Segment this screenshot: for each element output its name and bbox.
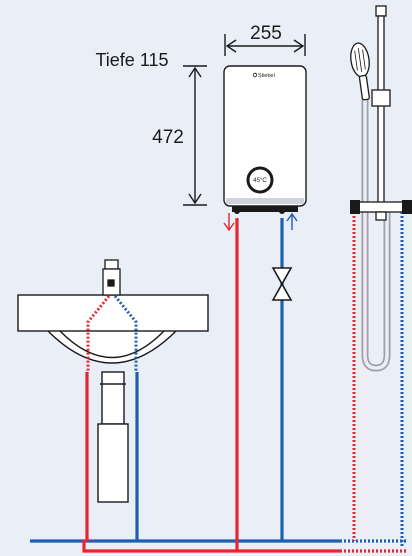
depth-label: Tiefe 115 xyxy=(95,50,168,70)
width-label: 255 xyxy=(250,23,282,44)
hot-outlet-arrow-icon xyxy=(223,213,235,232)
heater-display-dial xyxy=(246,166,274,194)
brand-logo-icon xyxy=(252,72,258,78)
shower xyxy=(350,5,412,372)
sink xyxy=(17,294,209,503)
sink-hidden-pipes xyxy=(86,295,138,372)
shutoff-valve-icon xyxy=(271,267,293,301)
floor-pipes xyxy=(30,539,408,553)
heater-display-text: 45°C xyxy=(253,178,267,184)
height-label: 472 xyxy=(152,127,184,148)
heater-brand-label: Stiebel xyxy=(258,73,275,79)
shower-concealed-pipes xyxy=(352,208,404,548)
width-dimension xyxy=(224,34,306,56)
height-dimension xyxy=(183,65,207,206)
cold-inlet-arrow-icon xyxy=(286,212,298,230)
water-heater xyxy=(223,65,307,214)
sink-tap xyxy=(102,259,121,296)
